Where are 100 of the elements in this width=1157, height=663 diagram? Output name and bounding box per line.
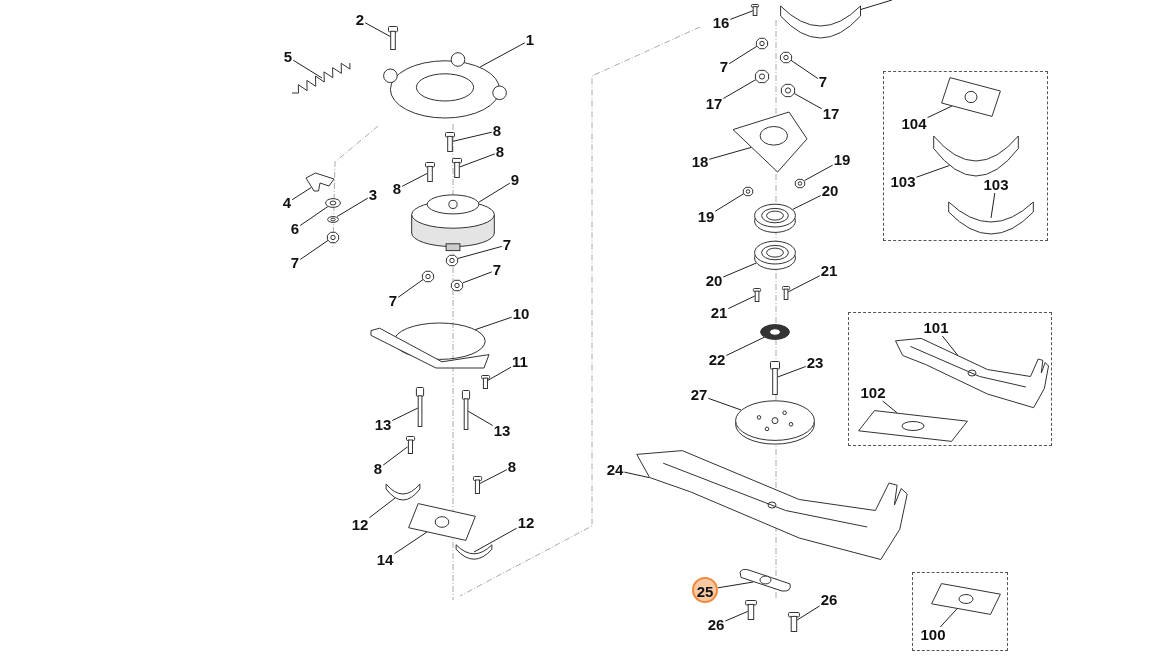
bolt-drawing (782, 286, 790, 300)
leader-line (478, 182, 511, 203)
callout-number: 12 (516, 515, 536, 531)
leader-line (882, 400, 898, 414)
callout-number: 18 (690, 154, 710, 170)
bolt-drawing (480, 375, 490, 389)
leader-line (474, 316, 513, 331)
housing-drawing (732, 111, 808, 173)
leader-line (401, 172, 428, 187)
shoe-drawing (455, 543, 493, 561)
leader-line (859, 0, 893, 11)
callout-number: 103 (889, 174, 917, 190)
callout-number: 21 (819, 263, 839, 279)
callout-number: 25 (692, 577, 718, 603)
leader-line (299, 239, 329, 260)
leader-line (479, 42, 526, 68)
callout-number: 6 (289, 221, 301, 237)
leader-line (299, 206, 329, 226)
callout-number: 8 (391, 181, 403, 197)
bolt-drawing (405, 436, 415, 454)
washer-drawing (325, 198, 341, 208)
leader-line (397, 278, 424, 298)
callout-number: 102 (859, 385, 887, 401)
callout-number: 17 (704, 96, 724, 112)
blade-drawing (895, 338, 1049, 408)
callout-number: 7 (289, 255, 301, 271)
callout-number: 7 (817, 74, 829, 90)
nut-drawing (743, 186, 753, 196)
bolt-drawing (462, 390, 470, 430)
nut-drawing (755, 69, 769, 83)
leader-line (714, 193, 745, 212)
leader-line (728, 45, 758, 65)
leader-line (790, 59, 819, 79)
leader-line (382, 446, 408, 466)
callout-number: 27 (689, 387, 709, 403)
spring-drawing (291, 62, 353, 94)
callout-number: 20 (820, 183, 840, 199)
kit-frame (883, 71, 1048, 241)
callout-number: 22 (707, 352, 727, 368)
bolt-drawing (452, 158, 462, 178)
callout-number: 12 (350, 517, 370, 533)
bolt-drawing (770, 361, 780, 395)
callout-number: 5 (282, 49, 294, 65)
leader-line (916, 165, 950, 178)
nut-drawing (451, 279, 463, 291)
leader-line (478, 469, 508, 485)
bearing-drawing (754, 203, 796, 233)
plate-drawing (858, 410, 968, 442)
leader-line (787, 275, 821, 293)
leader-line (939, 608, 958, 628)
leader-line (927, 105, 953, 119)
bolt-drawing (751, 4, 759, 16)
leader-line (727, 295, 756, 310)
callout-number: 4 (281, 195, 293, 211)
callout-number: 7 (387, 293, 399, 309)
leader-line (725, 336, 765, 356)
leader-line (473, 527, 518, 553)
callout-number: 19 (832, 152, 852, 168)
leader-line (708, 146, 752, 160)
callout-number: 7 (501, 237, 513, 253)
nut-drawing (781, 83, 795, 97)
leader-line (467, 410, 494, 426)
disc-drawing (735, 399, 815, 445)
bolt-drawing (788, 612, 800, 632)
callout-number: 8 (372, 461, 384, 477)
bearing-drawing (754, 240, 796, 270)
nut-drawing (327, 231, 339, 243)
blade-drawing (636, 450, 908, 560)
leader-line (291, 187, 312, 201)
leader-line (793, 92, 823, 110)
flange-drawing (380, 52, 510, 120)
bolt-drawing (416, 387, 424, 427)
callout-number: 8 (491, 123, 503, 139)
shoe-drawing (777, 2, 863, 42)
bolt-drawing (472, 476, 482, 494)
callout-number: 8 (494, 144, 506, 160)
leader-line (393, 531, 428, 555)
leader-line (364, 22, 392, 38)
nut-drawing (446, 254, 458, 266)
callout-number: 3 (367, 187, 379, 203)
callout-number: 2 (354, 12, 366, 28)
callout-number: 23 (805, 355, 825, 371)
leader-line (796, 605, 821, 621)
plate-drawing (408, 503, 476, 541)
callout-number: 1 (524, 32, 536, 48)
bolt-drawing (753, 288, 761, 302)
callout-number: 17 (821, 106, 841, 122)
nut-drawing (780, 51, 792, 63)
bolt-drawing (425, 162, 435, 182)
leader-line (336, 197, 369, 217)
leader-line (791, 195, 822, 210)
callout-number: 104 (900, 116, 928, 132)
leader-line (292, 59, 323, 79)
leader-line (452, 131, 493, 142)
gasket-drawing (737, 567, 793, 593)
leader-line (391, 407, 419, 421)
leader-line (804, 164, 834, 181)
leader-line (368, 497, 396, 519)
callout-number: 9 (509, 172, 521, 188)
callout-number: 14 (375, 552, 395, 568)
